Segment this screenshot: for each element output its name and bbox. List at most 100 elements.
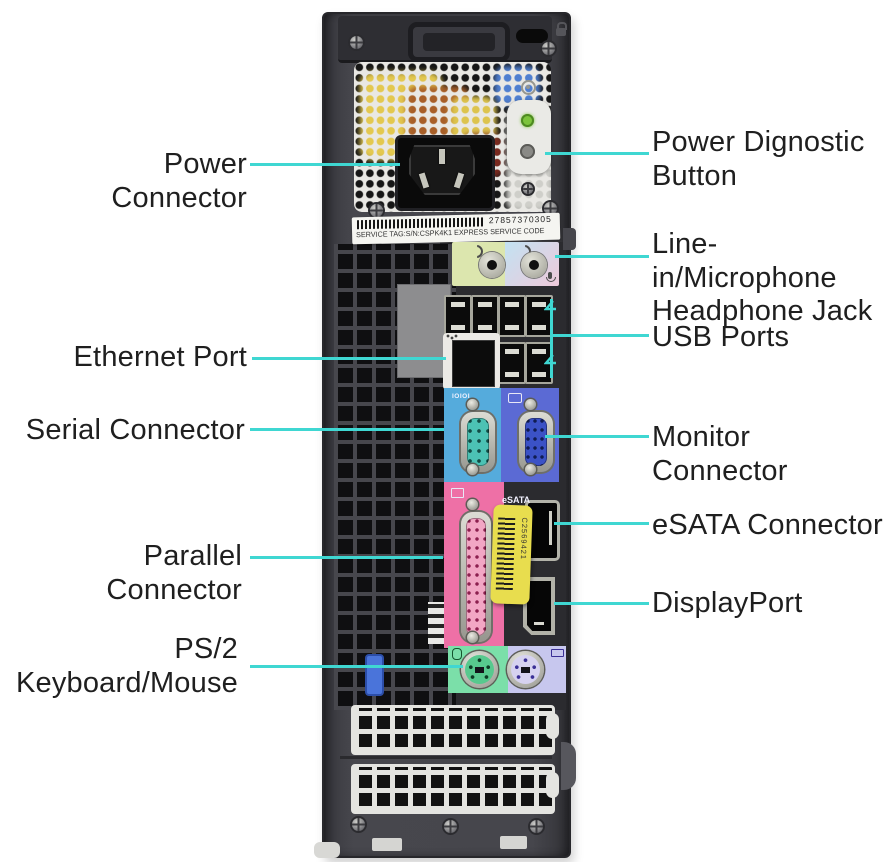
diagnostic-indicator-icon (521, 80, 536, 95)
monitor-port (519, 412, 553, 472)
jack-screw (467, 399, 478, 410)
usb-port (498, 342, 526, 384)
callout-line-usb (552, 334, 649, 337)
serial-face (467, 418, 489, 466)
service-tag-number: 27857370305 (488, 213, 552, 226)
diagnostic-led (521, 114, 534, 127)
serial-port (461, 412, 495, 472)
callout-line-audio (555, 255, 649, 258)
side-tab (563, 228, 576, 250)
case-foot (372, 838, 402, 851)
ethernet-port-jack (452, 340, 495, 387)
jack-screw (525, 399, 536, 410)
expansion-slot-cover (351, 705, 555, 755)
blank-plate (397, 284, 451, 378)
screw (523, 184, 533, 194)
label-line: Parallel Connector (106, 540, 242, 606)
slot-divider (340, 756, 552, 759)
line-in-headphone-jack (521, 252, 547, 278)
parallel-port (461, 512, 491, 642)
screw (444, 820, 457, 833)
label-line: Line-in/Microphone (652, 228, 837, 294)
label-line: DisplayPort (652, 587, 803, 619)
power-diagnostic-button (520, 144, 535, 159)
jack-screw (467, 632, 478, 643)
callout-line-diagnostic (545, 152, 649, 155)
service-tag-sticker: 27857370305 SERVICE TAG:S/N:CSPK4K1 EXPR… (351, 212, 561, 245)
cable-lock-tab (365, 654, 384, 696)
power-pin (453, 172, 465, 189)
kensington-lock-slot (516, 29, 548, 43)
label-line: Button (652, 159, 738, 192)
mouse-icon (452, 648, 462, 660)
ps2-mouse-port (461, 651, 498, 688)
label-line: PS/2 (174, 633, 238, 665)
displayport-port (523, 577, 555, 635)
label-line: Monitor Connector (652, 421, 788, 487)
power-connector-port (395, 135, 495, 211)
label-ethernet-port: Ethernet Port (20, 341, 247, 375)
callout-line-serial (250, 428, 444, 431)
power-pin (418, 172, 430, 189)
corner-foot (314, 842, 340, 858)
callout-line-ps2 (250, 665, 463, 668)
usb-bracket-tick-icon (543, 300, 558, 320)
power-diagnostic-panel (507, 100, 551, 174)
label-power-diagnostic-button: Power Dignostic Button (652, 126, 890, 193)
asset-tag-sticker: C2569421 (490, 504, 533, 605)
monitor-panel (501, 388, 559, 482)
screw (530, 820, 543, 833)
line-out-jack (479, 252, 505, 278)
side-vent-grille (334, 244, 456, 710)
microphone-icon (546, 272, 556, 282)
callout-line-power (250, 163, 400, 166)
label-line: Ethernet Port (73, 341, 247, 373)
asset-tag-number: C2569421 (518, 517, 530, 561)
callout-bracket-usb (550, 299, 553, 378)
monitor-face (525, 418, 547, 466)
label-monitor-connector: Monitor Connector (652, 421, 890, 488)
screw (370, 204, 383, 217)
usb-port (498, 295, 526, 337)
serial-port-icon: IOIOI (452, 393, 471, 400)
callout-line-esata (554, 522, 649, 525)
barcode (495, 517, 516, 591)
ethernet-panel (443, 333, 500, 390)
label-line: Headphone Jack (652, 295, 873, 328)
jack-screw (525, 464, 536, 475)
callout-line-parallel (250, 556, 443, 559)
jack-screw (467, 499, 478, 510)
monitor-icon (508, 393, 522, 403)
callout-line-monitor (545, 435, 649, 438)
label-line: USB Ports (652, 321, 790, 353)
parallel-face (466, 518, 486, 636)
expansion-slot-cover (351, 764, 555, 814)
ps2-keyboard-port (507, 651, 544, 688)
keyboard-icon (551, 649, 564, 657)
serial-panel: IOIOI (444, 388, 501, 482)
label-line: Power Connector (111, 148, 247, 214)
slot-cover-tab (546, 772, 559, 798)
slot-cover-tab (546, 713, 559, 739)
thumbscrew-wing (561, 742, 576, 790)
label-line-in-mic-headphone: Line-in/Microphone Headphone Jack (652, 228, 892, 329)
label-power-connector: Power Connector (20, 148, 247, 215)
label-displayport: DisplayPort (652, 587, 872, 621)
label-ps2-keyboard-mouse: PS/2 Keyboard/Mouse (12, 633, 238, 700)
label-line: Serial Connector (25, 414, 245, 446)
ps2-keyboard-face (511, 655, 540, 684)
label-esata-connector: eSATA Connector (652, 509, 890, 543)
label-usb-ports: USB Ports (652, 321, 852, 355)
screw (350, 36, 363, 49)
c14-inlet (409, 145, 475, 195)
label-line: eSATA Connector (652, 509, 883, 541)
usb-port (444, 295, 472, 337)
displayport-inner (527, 581, 551, 631)
padlock-icon (556, 22, 567, 36)
case-foot (500, 836, 527, 849)
label-line: Keyboard/Mouse (15, 666, 238, 699)
label-parallel-connector: Parallel Connector (12, 540, 242, 607)
ps2-mouse-face (465, 655, 494, 684)
top-cap (338, 16, 567, 63)
